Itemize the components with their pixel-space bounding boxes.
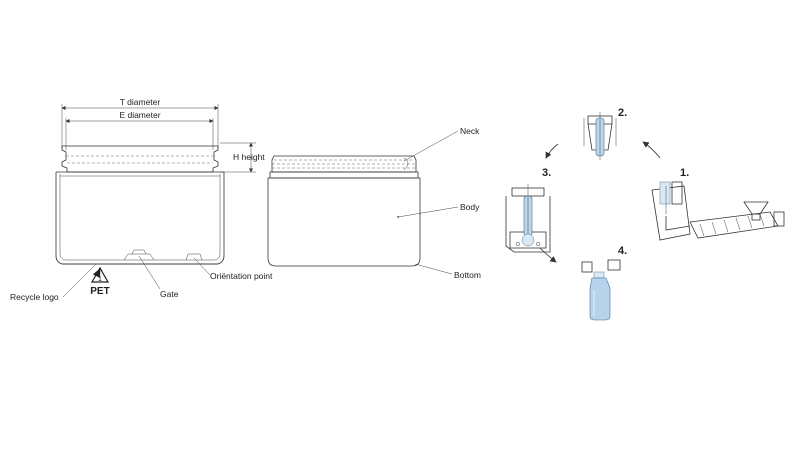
body-label: Body [460, 202, 480, 212]
jar-exterior: Neck Body Bottom [267, 126, 481, 280]
t-diameter-dimension: T diameter [61, 97, 219, 148]
orientation-point-label: Oriëntation point [210, 271, 273, 281]
jar-cross-section: T diameter E diameter H height [10, 97, 273, 302]
step3-blow-mould: 3. [505, 167, 551, 253]
process-cycle-arrows [539, 141, 661, 263]
step3-number: 3. [542, 167, 551, 179]
step4-finished-bottle: 4. [581, 245, 627, 321]
neck-label: Neck [460, 126, 480, 136]
step1-number: 1. [680, 167, 689, 179]
h-height-dimension: H height [220, 142, 265, 173]
jar-section-outline [55, 145, 225, 265]
recycle-logo: 1 PET [90, 266, 110, 297]
process-diagram: 1. 2. 3. [505, 107, 785, 321]
step4-number: 4. [618, 245, 627, 257]
recycle-number: 1 [98, 276, 102, 283]
step1-injection-machine: 1. [651, 167, 785, 241]
gate-label: Gate [160, 289, 179, 299]
bottom-label: Bottom [454, 270, 481, 280]
pet-label: PET [90, 286, 109, 297]
e-diameter-dimension: E diameter [65, 110, 214, 150]
step2-preform-mould: 2. [583, 107, 627, 160]
step2-number: 2. [618, 107, 627, 119]
e-diameter-label: E diameter [119, 110, 160, 120]
h-height-label: H height [233, 152, 265, 162]
recycle-logo-label: Recycle logo [10, 292, 59, 302]
t-diameter-label: T diameter [120, 97, 161, 107]
